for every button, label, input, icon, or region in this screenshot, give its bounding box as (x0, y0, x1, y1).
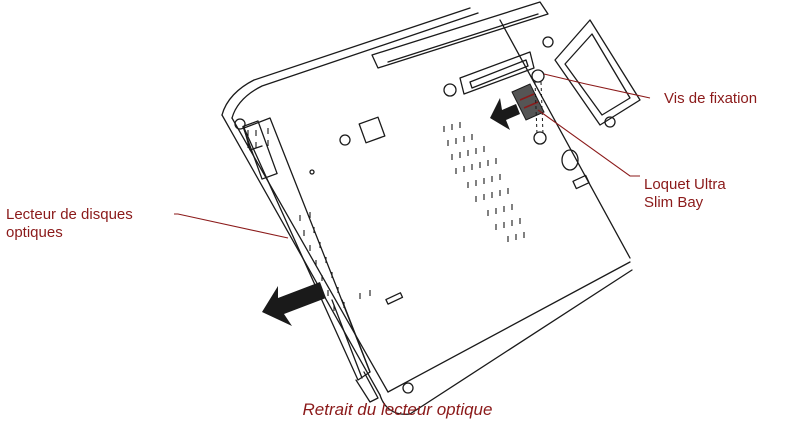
vent-grid-center (443, 122, 525, 242)
callout-latch: Loquet Ultra Slim Bay (644, 176, 726, 211)
vent-grid-left (247, 128, 371, 311)
leader-latch (537, 109, 640, 177)
figure-caption: Retrait du lecteur optique (302, 400, 493, 419)
callout-fixing-screw: Vis de fixation (664, 90, 758, 107)
leader-fixing-screw (543, 73, 651, 99)
latch-icon (511, 83, 545, 121)
leader-optical-drive (174, 213, 289, 239)
screw-icon (531, 69, 545, 83)
arrow-left-icon (262, 282, 326, 326)
chassis-outline (221, 7, 471, 116)
arrow-up-icon (490, 98, 520, 130)
callout-optical-drive: Lecteur de disques optiques (6, 206, 133, 241)
vent-slots (247, 122, 525, 311)
